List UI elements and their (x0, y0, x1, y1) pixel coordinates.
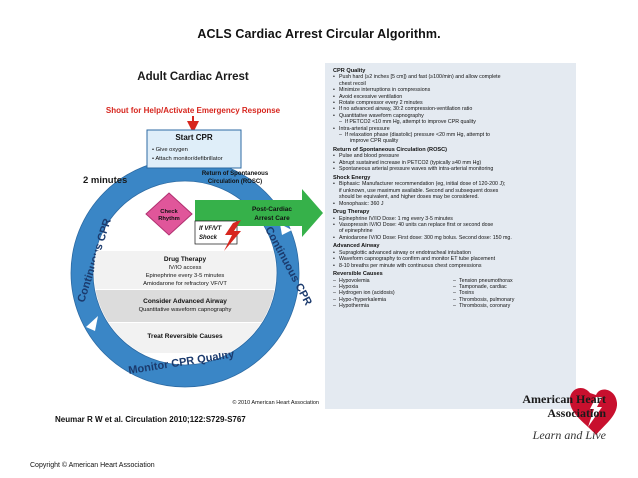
check-rhythm-diamond (145, 192, 193, 236)
start-cpr-box (146, 129, 242, 169)
reversible-cause-item: Hypothermia (333, 303, 453, 310)
reference-item: chest recoil (339, 80, 366, 87)
airway-band (94, 290, 276, 322)
reference-item: Rotate compressor every 2 minutes (333, 100, 573, 107)
reversible-causes-heading: Reversible Causes (333, 271, 383, 278)
reversible-cause-item: Thrombosis, coronary (453, 303, 573, 310)
reference-item: Quantitative waveform capnography (333, 113, 573, 120)
section-shock-energy: Shock Energy Biphasic: Manufacturer reco… (333, 175, 573, 207)
reference-item: Epinephrine IV/IO Dose: 1 mg every 3-5 m… (333, 216, 573, 223)
aha-heart-torch-icon (569, 388, 618, 435)
reference-item: Biphasic: Manufacturer recommendation (e… (333, 181, 573, 188)
reference-item: improve CPR quality (350, 138, 399, 145)
section-cpr-quality: CPR Quality Push hard (≥2 inches [5 cm])… (333, 68, 573, 145)
reference-panel: CPR Quality Push hard (≥2 inches [5 cm])… (326, 63, 576, 409)
start-cpr-heading: Start CPR (175, 133, 213, 142)
reference-panel-content: CPR Quality Push hard (≥2 inches [5 cm])… (333, 68, 573, 312)
rosc-heading: Return of Spontaneous Circulation (ROSC) (333, 147, 448, 154)
drug-therapy-line-epi: Epinephrine every 3-5 minutes (146, 273, 225, 279)
ring-arrow-bottom (257, 362, 267, 376)
shout-for-help: Shout for Help/Activate Emergency Respon… (106, 106, 281, 115)
start-cpr-item-monitor: • Attach monitor/defibrillator (152, 156, 223, 162)
drug-therapy-list: Epinephrine IV/IO Dose: 1 mg every 3-5 m… (333, 216, 573, 242)
reference-item: Avoid excessive ventilation (333, 94, 573, 101)
section-rosc: Return of Spontaneous Circulation (ROSC)… (333, 147, 573, 173)
rosc-label-line1: Return of Spontaneous (202, 171, 269, 177)
start-cpr-item-oxygen: • Give oxygen (152, 147, 188, 153)
reference-item: Amiodarone IV/IO Dose: First dose: 300 m… (333, 235, 573, 242)
check-rhythm-line1: Check (160, 209, 178, 215)
reference-item: Waveform capnography to confirm and moni… (333, 256, 573, 263)
reference-item: If no advanced airway, 30:2 compression-… (333, 106, 573, 113)
reversible-causes-h-list: HypovolemiaHypoxiaHydrogen ion (acidosis… (333, 278, 453, 310)
drug-therapy-line-access: IV/IO access (169, 265, 202, 271)
shock-line1: If VF/VT (199, 226, 223, 232)
post-cardiac-line1: Post-Cardiac (252, 206, 292, 213)
drug-therapy-line-amio: Amiodarone for refractory VF/VT (143, 281, 227, 287)
reversible-causes-t-list: Tension pneumothoraxTamponade, cardiacTo… (453, 278, 573, 310)
ring-arrow-left (86, 316, 98, 331)
shock-energy-heading: Shock Energy (333, 174, 371, 181)
advanced-airway-list: Supraglottic advanced airway or endotrac… (333, 250, 573, 270)
reversible-cause-item: Tension pneumothorax (453, 278, 573, 285)
citation: Neumar R W et al. Circulation 2010;122:S… (55, 415, 246, 424)
rosc-list: Pulse and blood pressureAbrupt sustained… (333, 153, 573, 173)
reference-item: Minimize interruptions in compressions (333, 87, 573, 94)
cpr-quality-heading: CPR Quality (333, 68, 366, 74)
cpr-ring (71, 159, 299, 387)
airway-line: Quantitative waveform capnography (139, 307, 232, 313)
reversible-cause-item: Toxins (453, 290, 573, 297)
reversible-heading: Treat Reversible Causes (147, 333, 223, 340)
reference-item: Vasopressin IV/IO Dose: 40 units can rep… (333, 222, 573, 229)
reversible-cause-item: Hypo-/hyperkalemia (333, 297, 453, 304)
reversible-cause-item: Tamponade, cardiac (453, 284, 573, 291)
shock-line2: Shock (199, 235, 218, 241)
reference-item: Spontaneous arterial pressure waves with… (333, 166, 573, 173)
slide-title: ACLS Cardiac Arrest Circular Algorithm. (197, 27, 441, 41)
aha-logo (569, 388, 618, 435)
check-rhythm-line2: Rhythm (158, 216, 180, 222)
post-cardiac-line2: Arrest Care (254, 215, 290, 222)
rosc-label-line2: Circulation (ROSC) (208, 179, 262, 185)
figure-copyright: © 2010 American Heart Association (232, 399, 319, 406)
algorithm-title: Adult Cardiac Arrest (137, 71, 249, 83)
reference-item: of epinephrine (339, 228, 373, 235)
drug-therapy-band (94, 251, 276, 289)
reversible-cause-item: Hypovolemia (333, 278, 453, 285)
reference-item: Monophasic: 360 J (333, 201, 573, 208)
reference-item: Push hard (≥2 inches [5 cm]) and fast (≥… (333, 74, 573, 81)
shock-bolt-icon (224, 220, 241, 251)
reference-item: If PETCO2 <10 mm Hg, attempt to improve … (333, 119, 573, 126)
algorithm-figure: Adult Cardiac Arrest Shout for Help/Acti… (57, 63, 576, 409)
algorithm-diagram: Adult Cardiac Arrest Shout for Help/Acti… (70, 71, 323, 406)
drug-therapy-panel-heading: Drug Therapy (333, 209, 370, 216)
airway-heading: Consider Advanced Airway (143, 298, 227, 305)
two-minutes-label: 2 minutes (83, 175, 127, 186)
reversible-causes-columns: HypovolemiaHypoxiaHydrogen ion (acidosis… (333, 278, 573, 310)
reversible-cause-item: Thrombosis, pulmonary (453, 297, 573, 304)
reference-item: should be equivalent, and higher doses m… (339, 194, 479, 201)
reversible-cause-item: Hydrogen ion (acidosis) (333, 290, 453, 297)
cpr-quality-list: Push hard (≥2 inches [5 cm]) and fast (≥… (333, 74, 573, 144)
copyright: Copyright © American Heart Association (30, 462, 155, 469)
reference-item: Intra-arterial pressure (333, 126, 573, 133)
drug-therapy-heading: Drug Therapy (164, 256, 207, 263)
circular-algorithm: Adult Cardiac Arrest Shout for Help/Acti… (57, 63, 325, 409)
reference-item: 8-10 breaths per minute with continuous … (333, 263, 573, 270)
reference-item: Supraglottic advanced airway or endotrac… (333, 250, 573, 257)
reversible-cause-item: Hypoxia (333, 284, 453, 291)
aha-tagline: Learn and Live (532, 428, 606, 442)
section-reversible-causes: Reversible Causes HypovolemiaHypoxiaHydr… (333, 271, 573, 310)
shock-energy-list: Biphasic: Manufacturer recommendation (e… (333, 181, 573, 207)
ring-arrow-right (280, 224, 292, 235)
advanced-airway-heading: Advanced Airway (333, 243, 380, 250)
reference-item: Pulse and blood pressure (333, 153, 573, 160)
aha-name-line2: Association (547, 406, 606, 420)
reference-item: if unknown, use maximum available. Secon… (339, 187, 499, 194)
reference-item: Abrupt sustained increase in PETCO2 (typ… (333, 160, 573, 167)
section-advanced-airway: Advanced Airway Supraglottic advanced ai… (333, 243, 573, 269)
section-drug-therapy: Drug Therapy Epinephrine IV/IO Dose: 1 m… (333, 209, 573, 241)
reference-item: If relaxation phase (diastolic) pressure… (333, 132, 573, 139)
aha-name-line1: American Heart (522, 392, 606, 406)
